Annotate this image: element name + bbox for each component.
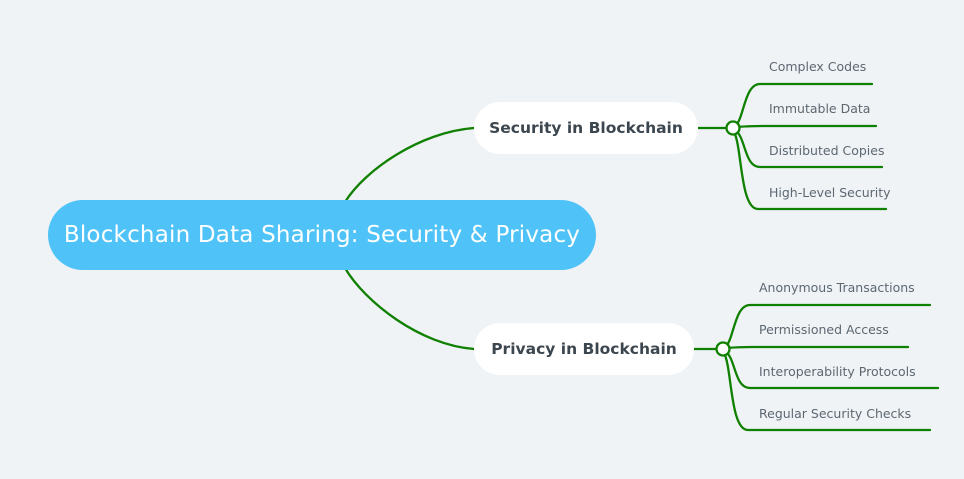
edge-privacy-leaf-3: [722, 351, 932, 432]
root-node-label: Blockchain Data Sharing: Security & Priv…: [63, 222, 581, 248]
leaf-label-anonymous-transactions[interactable]: Anonymous Transactions: [759, 280, 915, 295]
branch-node-security[interactable]: Security in Blockchain: [474, 102, 698, 154]
leaf-label-high-level-security[interactable]: High-Level Security: [769, 185, 891, 200]
branch-node-security-label: Security in Blockchain: [489, 119, 683, 137]
junction-node-security: [725, 120, 741, 136]
root-node[interactable]: Blockchain Data Sharing: Security & Priv…: [48, 200, 596, 270]
leaf-label-immutable-data[interactable]: Immutable Data: [769, 101, 871, 116]
leaf-label-distributed-copies[interactable]: Distributed Copies: [769, 143, 885, 158]
branch-node-privacy-label: Privacy in Blockchain: [491, 340, 677, 358]
edge-root-to-privacy: [343, 266, 476, 351]
junction-node-privacy: [715, 341, 731, 357]
edge-root-to-security: [343, 126, 476, 204]
leaf-label-permissioned-access[interactable]: Permissioned Access: [759, 322, 889, 337]
edge-security-leaf-3: [732, 130, 888, 211]
edge-privacy-leaf-1: [724, 345, 910, 350]
leaf-label-interoperability-protocols[interactable]: Interoperability Protocols: [759, 364, 916, 379]
leaf-label-complex-codes[interactable]: Complex Codes: [769, 59, 867, 74]
branch-node-privacy[interactable]: Privacy in Blockchain: [474, 323, 694, 375]
edge-security-leaf-1: [734, 124, 878, 129]
leaf-label-regular-security-checks[interactable]: Regular Security Checks: [759, 406, 912, 421]
